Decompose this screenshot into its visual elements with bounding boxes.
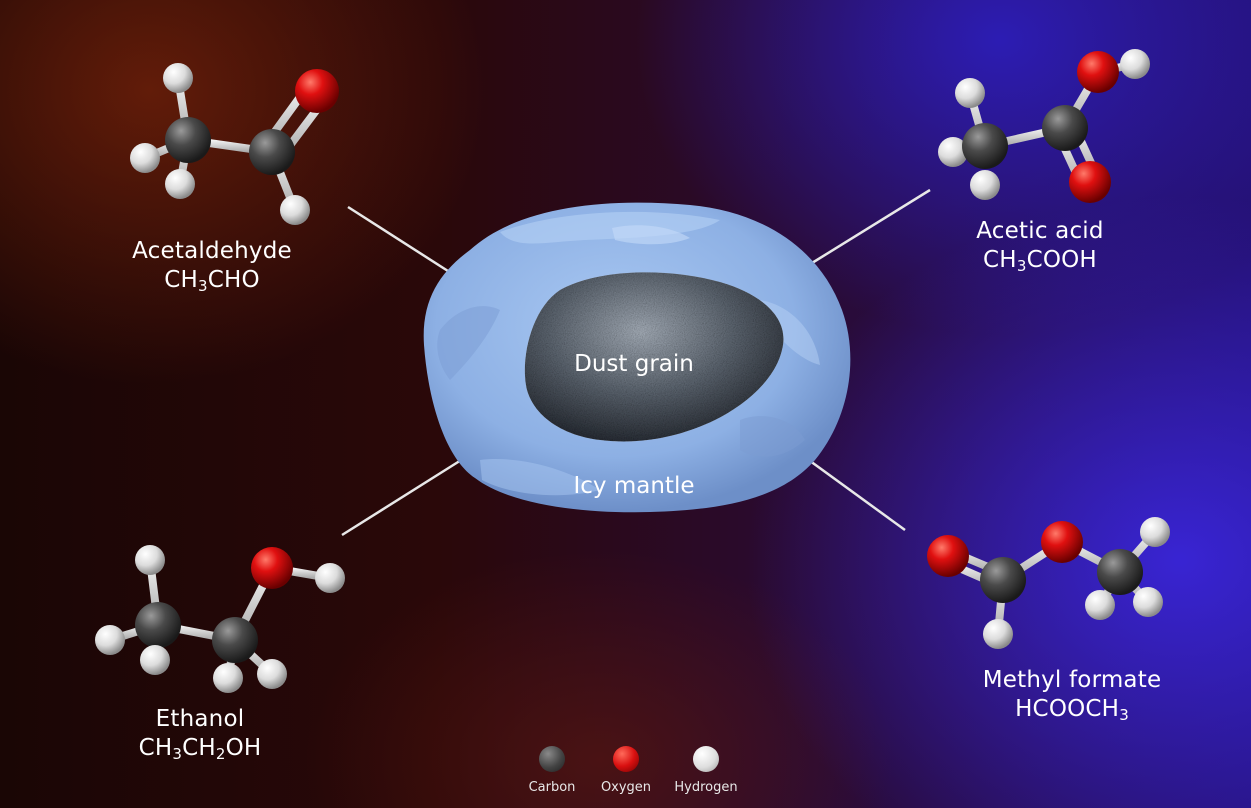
- molecule-formula: CH3CHO: [164, 267, 260, 295]
- label-acetic-acid: Acetic acid CH3COOH: [940, 217, 1140, 275]
- legend-item-hydrogen: Hydrogen: [666, 746, 746, 795]
- connector-methyl-formate: [805, 456, 906, 532]
- icy-mantle-label: Icy mantle: [573, 473, 695, 499]
- atom-legend: Carbon Oxygen Hydrogen: [520, 746, 750, 800]
- legend-item-oxygen: Oxygen: [586, 746, 666, 795]
- molecule-formula: HCOOCH3: [1015, 696, 1129, 724]
- legend-label: Carbon: [528, 780, 576, 795]
- molecule-acetaldehyde: [130, 63, 339, 225]
- label-ethanol: Ethanol CH3CH2OH: [100, 705, 300, 763]
- molecule-acetic-acid: [938, 49, 1150, 203]
- dust-grain-illustration: [423, 202, 851, 513]
- molecule-name: Acetaldehyde: [132, 238, 292, 264]
- legend-item-carbon: Carbon: [512, 746, 592, 795]
- oxygen-dot-icon: [613, 746, 639, 772]
- label-methyl-formate: Methyl formate HCOOCH3: [962, 666, 1182, 724]
- legend-label: Oxygen: [600, 780, 652, 795]
- connector-acetaldehyde: [347, 205, 463, 282]
- connector-acetic-acid: [811, 188, 931, 265]
- molecule-name: Ethanol: [155, 706, 245, 732]
- carbon-dot-icon: [539, 746, 565, 772]
- dust-grain-label: Dust grain: [574, 351, 694, 377]
- legend-label: Hydrogen: [674, 780, 738, 795]
- molecule-methyl-formate: [927, 517, 1170, 649]
- molecule-name: Acetic acid: [976, 218, 1104, 244]
- label-acetaldehyde: Acetaldehyde CH3CHO: [112, 237, 312, 295]
- molecule-name: Methyl formate: [982, 667, 1162, 693]
- hydrogen-dot-icon: [693, 746, 719, 772]
- molecule-formula: CH3CH2OH: [138, 735, 262, 763]
- molecule-formula: CH3COOH: [983, 247, 1097, 275]
- dust-grain-core-shape: [524, 272, 784, 442]
- molecule-ethanol: [95, 545, 345, 693]
- connector-ethanol: [341, 455, 467, 537]
- connector-lines: [341, 188, 931, 537]
